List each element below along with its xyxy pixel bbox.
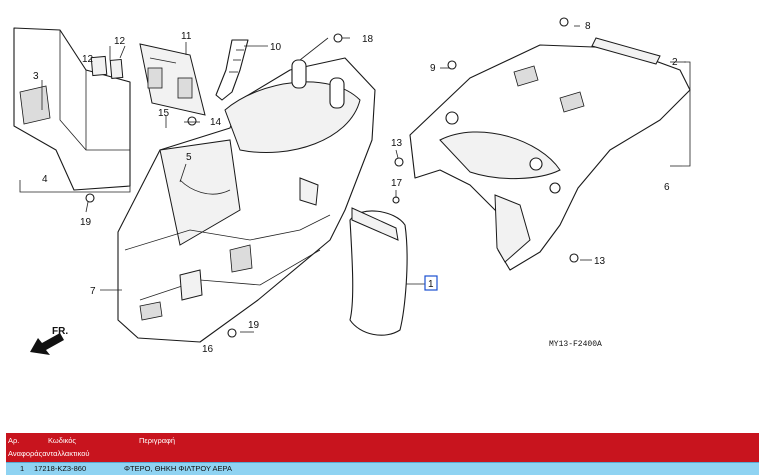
header-number: Αρ. — [8, 436, 20, 445]
row-description: ΦΤΕΡΟ, ΘΗΚΗ ΦΙΛΤΡΟΥ ΑΕΡΑ — [124, 464, 233, 473]
header-code: Κωδικός — [48, 436, 77, 445]
callout-1[interactable]: 1 — [428, 279, 434, 290]
front-direction-arrow: FR. — [30, 326, 68, 355]
callout-numbers: 1 2 3 4 5 6 7 8 9 10 11 12 12 13 13 14 1… — [33, 21, 678, 355]
callout-16[interactable]: 16 — [202, 344, 214, 355]
part-air-filter-fender — [349, 207, 408, 336]
callout-8[interactable]: 8 — [585, 21, 591, 32]
callout-12a[interactable]: 12 — [82, 54, 94, 65]
callout-15[interactable]: 15 — [158, 108, 170, 119]
callout-19b[interactable]: 19 — [248, 320, 260, 331]
callout-6[interactable]: 6 — [664, 182, 670, 193]
part-rear-fender — [409, 37, 691, 271]
callout-18[interactable]: 18 — [362, 34, 374, 45]
direction-label: FR. — [52, 326, 68, 337]
callout-12b[interactable]: 12 — [114, 36, 126, 47]
callout-17[interactable]: 17 — [391, 178, 403, 189]
callout-3[interactable]: 3 — [33, 71, 39, 82]
callout-2[interactable]: 2 — [672, 57, 678, 68]
callout-11[interactable]: 11 — [181, 31, 192, 42]
fasteners — [85, 17, 579, 338]
header-subheader: Αναφοράςανταλλακτικού — [8, 449, 90, 458]
leader-lines — [41, 25, 686, 333]
callout-9[interactable]: 9 — [430, 63, 436, 74]
figure-code: MY13-F2400A — [549, 340, 602, 349]
callout-14[interactable]: 14 — [210, 117, 222, 128]
part-cover-panel — [13, 27, 131, 193]
callout-13a[interactable]: 13 — [391, 138, 403, 149]
callout-19a[interactable]: 19 — [80, 217, 92, 228]
row-number: 1 — [20, 464, 25, 473]
parts-diagram: FR. 1 2 3 4 5 6 7 8 9 10 11 12 12 13 13 … — [13, 17, 691, 355]
part-strap — [215, 39, 249, 101]
highlight-box — [424, 275, 438, 291]
header-description: Περιγραφή — [139, 436, 176, 445]
callout-13b[interactable]: 13 — [594, 256, 606, 267]
parts-table: Αρ. Κωδικός Περιγραφή Αναφοράςανταλλακτι… — [6, 433, 759, 475]
part-main-fender — [117, 57, 376, 343]
callout-10[interactable]: 10 — [270, 42, 282, 53]
table-row[interactable]: 1 17218-KZ3-860 ΦΤΕΡΟ, ΘΗΚΗ ΦΙΛΤΡΟΥ ΑΕΡΑ — [6, 462, 759, 475]
callout-4[interactable]: 4 — [42, 174, 48, 185]
part-sticker — [139, 43, 206, 116]
row-code[interactable]: 17218-KZ3-860 — [34, 464, 87, 473]
callout-5[interactable]: 5 — [186, 152, 192, 163]
table-header: Αρ. Κωδικός Περιγραφή Αναφοράςανταλλακτι… — [6, 433, 759, 462]
callout-7[interactable]: 7 — [90, 286, 96, 297]
